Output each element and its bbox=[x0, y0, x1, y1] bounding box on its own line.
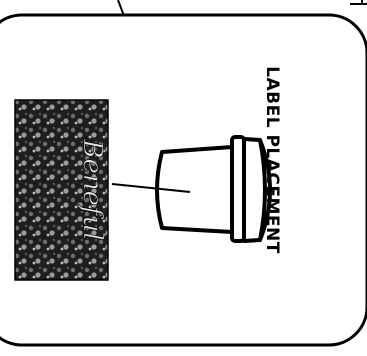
container-icon bbox=[157, 137, 270, 241]
leader-line bbox=[112, 184, 190, 192]
label-placement-heading: LABEL PLACEMENT bbox=[258, 30, 286, 290]
product-label-brand-text: Beneful bbox=[77, 138, 107, 240]
product-label-image: Beneful bbox=[15, 100, 108, 280]
